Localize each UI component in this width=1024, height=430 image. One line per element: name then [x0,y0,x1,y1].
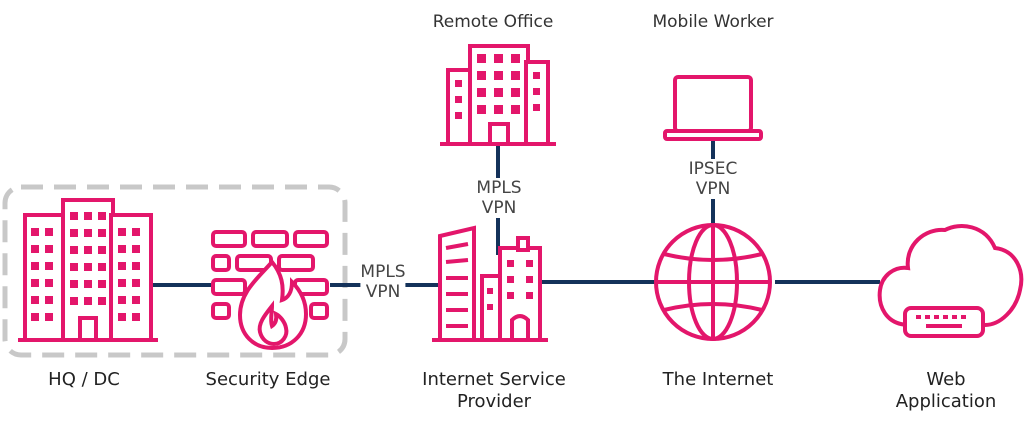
label-isp: Internet Service Provider [422,369,566,413]
label-remote-office: Remote Office [432,12,554,32]
label-web-line1: Web [926,369,966,390]
on-premise-boundary [2,184,348,358]
label-mobile-worker: Mobile Worker [652,12,774,32]
label-remote-isp-link: MPLS VPN [476,178,522,218]
label-web-application: Web Application [896,369,997,413]
label-isp-line1: Internet Service [422,369,566,390]
globe-icon [654,223,772,341]
label-edge-isp-line1: MPLS [360,262,406,282]
label-security-edge: Security Edge [205,369,331,390]
isp-building-icon [432,225,548,342]
label-remote-isp-line2: VPN [481,198,517,218]
office-building-icon [440,44,556,146]
label-remote-isp-line1: MPLS [476,178,522,198]
label-isp-line2: Provider [456,391,532,412]
building-icon [18,198,158,342]
label-web-line2: Application [895,391,997,412]
firewall-icon [211,230,329,351]
connection-lines [150,140,880,287]
label-edge-isp-line2: VPN [365,282,401,302]
label-edge-isp-link: MPLS VPN [360,262,406,302]
label-the-internet: The Internet [662,369,774,390]
label-mobile-internet-line1: IPSEC [688,159,738,179]
laptop-icon [663,75,763,141]
label-mobile-internet-link: IPSEC VPN [688,159,738,199]
cloud-icon [877,224,1024,338]
label-hq-dc: HQ / DC [48,369,120,390]
label-mobile-internet-line2: VPN [695,179,731,199]
